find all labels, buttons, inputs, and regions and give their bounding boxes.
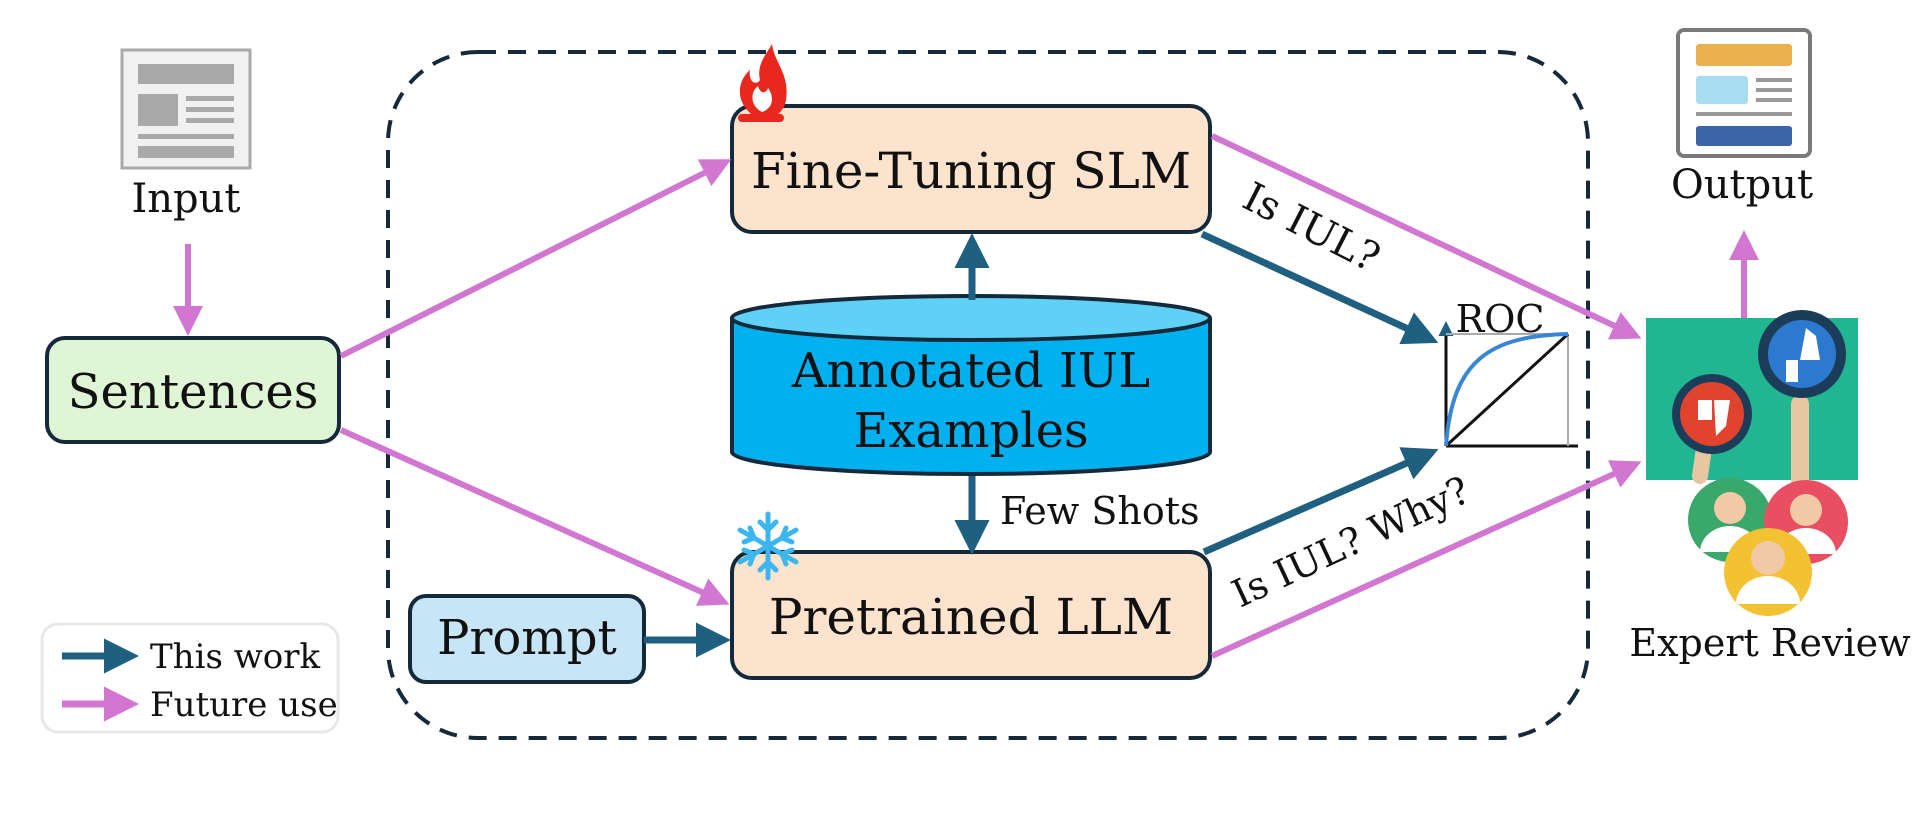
fine-tuning-slm-box: [730, 104, 1212, 234]
few-shots-label: Few Shots: [1000, 489, 1200, 533]
roc-curve-icon: [1438, 321, 1578, 448]
thumbs-review-icon: [1646, 310, 1858, 489]
arrow-llm-to-review: [1210, 460, 1642, 659]
output-document-icon: [1676, 28, 1812, 158]
fine-tuning-slm-label: Fine-Tuning SLM: [751, 142, 1191, 200]
input-label: Input: [131, 176, 240, 222]
system-boundary: [386, 50, 1590, 740]
output-label: Output: [1671, 162, 1813, 208]
sentences-label: Sentences: [68, 364, 319, 420]
roc-label: ROC: [1456, 297, 1545, 341]
legend-this-work: This work: [150, 637, 321, 677]
fire-icon: [738, 44, 787, 122]
arrow-slm-to-review: [1210, 133, 1642, 340]
legend: [40, 622, 340, 734]
arrow-llm-to-roc: [1202, 447, 1439, 556]
pretrained-llm-label: Pretrained LLM: [769, 588, 1173, 646]
snowflake-icon: [737, 511, 799, 581]
arrow-sentences-to-slm: [339, 159, 732, 359]
doctor-avatars-icon: [1688, 478, 1848, 616]
expert-review-label: Expert Review: [1629, 621, 1911, 665]
input-document-icon: [120, 48, 252, 170]
arrow-sentences-to-llm: [339, 427, 730, 606]
annotated-iul-label-line1: Annotated IUL: [791, 343, 1150, 399]
sentences-box: [45, 336, 341, 444]
arrow-slm-to-roc: [1200, 230, 1439, 345]
prompt-label: Prompt: [437, 610, 617, 666]
legend-future-use: Future use: [150, 685, 338, 725]
annotated-iul-label-line2: Examples: [853, 403, 1088, 459]
is-iul-label: Is IUL?: [1235, 174, 1386, 282]
